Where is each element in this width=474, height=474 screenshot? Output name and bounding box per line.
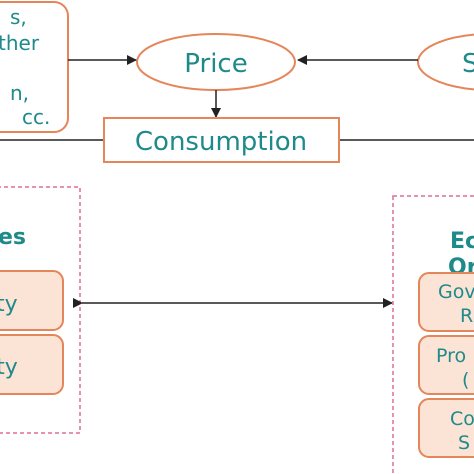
left-item-box-1 bbox=[0, 270, 64, 331]
left-panel-title: es bbox=[0, 225, 26, 250]
price-label: Price bbox=[184, 49, 247, 79]
right-ellipse-label: S bbox=[462, 49, 474, 79]
right-panel-title-line-1: Ec bbox=[450, 229, 474, 254]
top-left-line-1: s, bbox=[10, 5, 27, 29]
right-item-box-1 bbox=[418, 272, 474, 332]
right-item-1-line-1: Gov bbox=[438, 281, 474, 303]
right-item-2-line-1: Pro bbox=[436, 345, 466, 367]
right-item-2-line-2: ( bbox=[462, 369, 469, 391]
right-item-box-2 bbox=[418, 335, 474, 395]
right-ellipse bbox=[417, 33, 474, 91]
right-item-3-line-1: Co bbox=[450, 408, 474, 430]
right-item-box-3 bbox=[418, 398, 474, 458]
top-left-line-4: n, bbox=[10, 81, 29, 105]
left-dashed-panel bbox=[0, 186, 81, 434]
left-item-label-2: ity bbox=[0, 355, 18, 380]
left-item-box-2 bbox=[0, 334, 64, 395]
consumption-label: Consumption bbox=[135, 127, 307, 157]
top-left-line-5: cc. bbox=[22, 105, 50, 129]
right-dashed-panel bbox=[392, 195, 474, 474]
right-item-3-line-2: S bbox=[458, 432, 470, 454]
top-left-box bbox=[0, 1, 69, 133]
left-item-label-1: ty bbox=[0, 292, 18, 317]
right-item-1-line-2: R bbox=[460, 305, 473, 327]
consumption-box bbox=[103, 117, 340, 163]
top-left-line-2: ther bbox=[0, 31, 40, 55]
